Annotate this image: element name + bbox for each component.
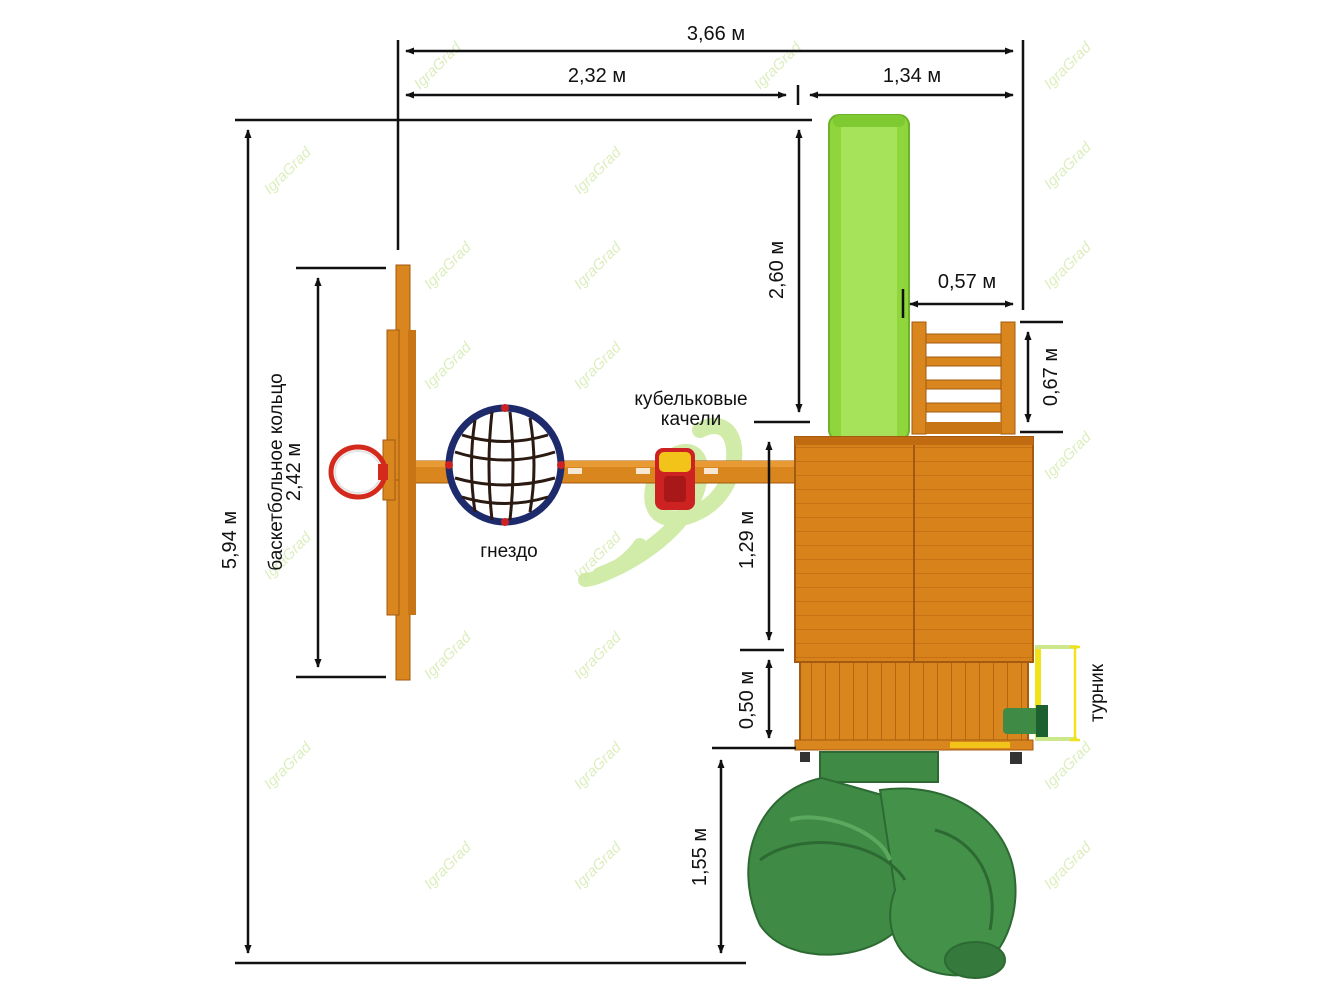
nest-swing — [445, 404, 565, 526]
dim-ladder-width: 0,57 м — [938, 271, 996, 293]
basketball-hoop — [328, 439, 396, 501]
watermark: IgraGrad — [421, 238, 475, 292]
watermark: IgraGrad — [421, 338, 475, 392]
watermark: IgraGrad — [571, 738, 625, 792]
dim-crossbar: 2,42 м — [283, 443, 305, 501]
watermark: IgraGrad — [1041, 238, 1095, 292]
watermark: IgraGrad — [261, 143, 315, 197]
spiral-slide — [747, 751, 1017, 979]
watermark: IgraGrad — [571, 338, 625, 392]
watermark: IgraGrad — [1041, 38, 1095, 92]
dim-total-width: 3,66 м — [687, 23, 745, 45]
bar-bracket — [1070, 645, 1080, 742]
watermark: IgraGrad — [1041, 838, 1095, 892]
label-basketball: баскетбольное кольцо — [266, 373, 287, 571]
tower-platform — [794, 436, 1034, 663]
watermark: IgraGrad — [571, 238, 625, 292]
label-nest: гнездо — [480, 541, 538, 562]
watermark: IgraGrad — [421, 628, 475, 682]
watermark: IgraGrad — [1041, 428, 1095, 482]
label-bucket-swing-1: кубельковые — [634, 389, 747, 410]
dimension-arrows — [244, 47, 1032, 954]
watermark: IgraGrad — [571, 838, 625, 892]
dim-slide: 2,60 м — [766, 241, 788, 299]
swing-a-frame — [386, 264, 416, 681]
watermark: IgraGrad — [571, 628, 625, 682]
watermark: IgraGrad — [261, 738, 315, 792]
watermark: IgraGrad — [411, 38, 465, 92]
label-bar: турник — [1087, 663, 1108, 722]
watermark: IgraGrad — [1041, 138, 1095, 192]
monkey-bar — [1003, 645, 1077, 741]
straight-slide — [828, 114, 910, 441]
lower-deck — [794, 661, 1034, 764]
ladder — [911, 321, 1016, 435]
dim-deck: 0,50 м — [736, 671, 758, 729]
dimension-lines — [235, 40, 1063, 965]
dim-total-length: 5,94 м — [219, 511, 241, 569]
dim-ladder-length: 0,67 м — [1040, 348, 1062, 406]
dim-platform: 1,29 м — [736, 511, 758, 569]
watermark: IgraGrad — [1041, 738, 1095, 792]
watermark: IgraGrad — [421, 838, 475, 892]
bucket-swing — [655, 448, 695, 510]
dim-right-width: 1,34 м — [883, 65, 941, 87]
watermark: IgraGrad — [571, 143, 625, 197]
dim-spiral-slide: 1,55 м — [689, 828, 711, 886]
label-bucket-swing-2: качели — [661, 409, 721, 430]
watermark: IgraGrad — [751, 38, 805, 92]
dim-left-width: 2,32 м — [568, 65, 626, 87]
